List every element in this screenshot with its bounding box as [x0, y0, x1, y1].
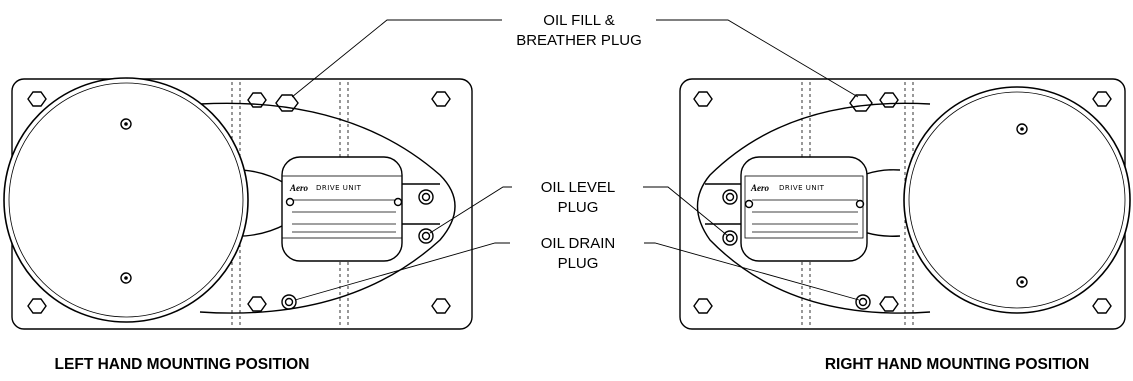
bolt-icon	[431, 91, 451, 107]
right-corner-bolts	[693, 91, 1112, 314]
left-oil-level-plug	[418, 189, 434, 244]
left-caption: LEFT HAND MOUNTING POSITION	[55, 356, 310, 373]
bolt-icon	[879, 296, 899, 312]
leader-lines	[291, 19, 860, 301]
bolt-icon	[879, 92, 899, 108]
oil-level-label-line1: OIL LEVEL	[541, 179, 616, 196]
left-corner-bolts	[27, 91, 451, 314]
left-oil-drain-plug	[281, 294, 297, 310]
nameplate-title: DRIVE UNIT	[316, 184, 362, 192]
bolt-icon	[693, 91, 713, 107]
left-nameplate: Aero DRIVE UNIT	[281, 156, 403, 262]
left-motor	[3, 77, 249, 323]
bolt-icon	[247, 92, 267, 108]
nameplate-logo: Aero	[289, 183, 309, 193]
oil-drain-label-line2: PLUG	[558, 255, 599, 272]
bolt-icon	[1092, 298, 1112, 314]
oil-fill-label-line1: OIL FILL &	[543, 12, 614, 29]
oil-level-label-line2: PLUG	[558, 199, 599, 216]
bolt-icon	[27, 91, 47, 107]
oil-fill-label-line2: BREATHER PLUG	[516, 32, 642, 49]
left-hand-unit: Aero DRIVE UNIT	[3, 77, 473, 330]
right-caption: RIGHT HAND MOUNTING POSITION	[825, 356, 1089, 373]
nameplate-title: DRIVE UNIT	[779, 184, 825, 192]
right-oil-fill-plug	[849, 94, 873, 112]
left-oil-fill-plug	[275, 94, 299, 112]
oil-drain-label-line1: OIL DRAIN	[541, 235, 615, 252]
right-oil-level-plug	[722, 189, 738, 246]
bolt-icon	[693, 298, 713, 314]
bolt-icon	[431, 298, 451, 314]
right-oil-drain-plug	[855, 294, 871, 310]
right-nameplate: Aero DRIVE UNIT	[740, 156, 868, 262]
bolt-icon	[27, 298, 47, 314]
bolt-icon	[247, 296, 267, 312]
right-motor	[903, 86, 1131, 314]
right-hand-unit: Aero DRIVE UNIT	[679, 78, 1131, 330]
bolt-icon	[1092, 91, 1112, 107]
nameplate-logo: Aero	[750, 183, 770, 193]
callout-labels: OIL FILL & BREATHER PLUG OIL LEVEL PLUG …	[516, 12, 642, 272]
